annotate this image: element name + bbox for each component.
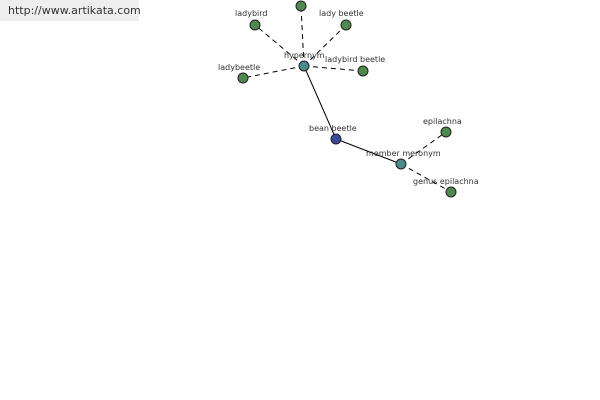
leaf-node-ladybird[interactable] [249,19,261,31]
edge-meronym-genus-epilachna [400,163,452,193]
label-genus-epilachna[interactable]: genus epilachna [413,177,479,186]
relation-node-hypernym[interactable] [298,60,310,72]
edge-center-member-meronym [335,138,402,165]
label-hypernym[interactable]: hypernym [284,51,325,60]
edge-hypernym-ladybird [254,24,305,67]
label-lady-beetle[interactable]: lady beetle [319,9,364,18]
edge-meronym-epilachna [400,131,447,165]
leaf-node-ladybird-beetle[interactable] [357,65,369,77]
edges [242,5,452,193]
relation-node-member-meronym[interactable] [395,158,407,170]
center-node-bean-beetle[interactable] [330,133,342,145]
edge-hypernym-lady-beetle [303,24,347,67]
label-bean-beetle[interactable]: bean beetle [309,124,357,133]
site-url[interactable]: http://www.artikata.com [0,0,141,21]
leaf-node-ladybeetle[interactable] [237,72,249,84]
label-epilachna[interactable]: epilachna [423,117,462,126]
leaf-node-epilachna[interactable] [440,126,452,138]
label-ladybird-beetle[interactable]: ladybird beetle [325,55,385,64]
edge-hypernym-ladybird-beetle [303,65,364,72]
leaf-node-top[interactable] [295,0,307,12]
label-member-meronym[interactable]: member meronym [366,149,441,158]
leaf-node-genus-epilachna[interactable] [445,186,457,198]
nodes [237,0,457,198]
edge-center-hypernym [303,65,337,140]
edge-hypernym-ladybeetle [242,65,305,79]
label-ladybeetle[interactable]: ladybeetle [218,63,260,72]
leaf-node-lady-beetle[interactable] [340,19,352,31]
edge-hypernym-top [300,5,305,67]
label-ladybird[interactable]: ladybird [235,9,267,18]
labels: ladybird lady beetle ladybird beetle lad… [218,9,479,186]
